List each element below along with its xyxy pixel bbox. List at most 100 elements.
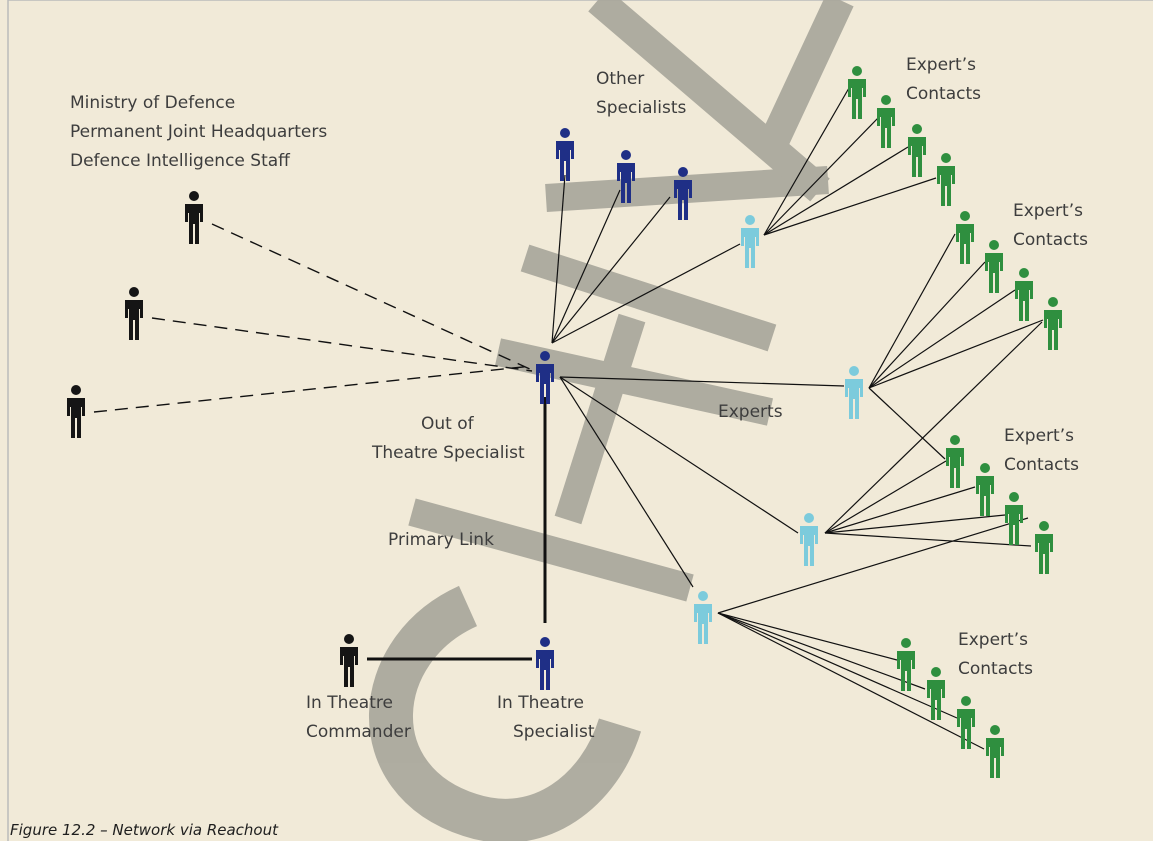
person-head (189, 191, 199, 201)
person-body (1015, 281, 1033, 321)
network-link-11 (559, 376, 694, 588)
person-body (536, 650, 554, 690)
person-icon-contact-4-3 (957, 696, 975, 749)
person-icon-contact-1-1 (848, 66, 866, 119)
experts-label: Experts (718, 402, 783, 422)
network-link-29 (717, 612, 958, 719)
person-body (908, 137, 926, 177)
person-icon-expert-3 (800, 513, 818, 566)
experts-contacts-label-2-line-2: Contacts (1013, 230, 1088, 250)
person-head (540, 351, 550, 361)
person-head (881, 95, 891, 105)
person-head (990, 725, 1000, 735)
person-icon-contact-2-4 (1044, 297, 1062, 350)
watermark-letter-n (588, 0, 854, 202)
person-icon-contact-2-3 (1015, 268, 1033, 321)
network-link-25 (824, 532, 1032, 547)
ministry-label-line-1: Ministry of Defence (70, 93, 235, 113)
person-icon-out-of-theatre-specialist (536, 351, 554, 404)
person-icon-other-specialist-2 (617, 150, 635, 203)
in-theatre-specialist-label: In Theatre Specialist (497, 693, 595, 742)
person-body (800, 526, 818, 566)
person-head (1019, 268, 1029, 278)
network-link-23 (824, 486, 976, 534)
primary-link-label: Primary Link (388, 530, 494, 550)
person-head (560, 128, 570, 138)
network-link-22 (824, 460, 947, 534)
experts-contacts-label-4-line-2: Contacts (958, 659, 1033, 679)
network-link-28 (717, 612, 926, 690)
ministry-label-line-3: Defence Intelligence Staff (70, 151, 291, 171)
person-icon-contact-1-2 (877, 95, 895, 148)
experts-contacts-label-1-line-1: Expert’s (906, 55, 976, 75)
person-icon-contact-4-1 (897, 638, 915, 691)
person-icon-contact-2-1 (956, 211, 974, 264)
person-head (950, 435, 960, 445)
experts-contacts-label-3: Expert’s Contacts (1004, 426, 1079, 475)
network-link-17 (868, 261, 986, 389)
watermark-letter-h (408, 313, 774, 602)
person-body (946, 448, 964, 488)
out-of-theatre-label-line-2: Theatre Specialist (371, 443, 525, 463)
person-body (694, 604, 712, 644)
person-head (745, 215, 755, 225)
person-head (698, 591, 708, 601)
network-link-12 (763, 87, 850, 236)
person-head (912, 124, 922, 134)
person-body (877, 108, 895, 148)
network-link-9 (559, 376, 845, 387)
person-head (621, 150, 631, 160)
network-link-14 (763, 146, 909, 236)
person-body (848, 79, 866, 119)
experts-contacts-label-1-line-2: Contacts (906, 84, 981, 104)
network-link-19 (868, 319, 1044, 389)
network-links (93, 87, 1044, 750)
person-body (741, 228, 759, 268)
dashed-link-1 (151, 317, 533, 372)
dashed-link-2 (93, 365, 533, 413)
person-head (71, 385, 81, 395)
person-body (985, 253, 1003, 293)
other-specialists-label: Other Specialists (596, 69, 686, 118)
person-icon-hq-1 (185, 191, 203, 244)
person-head (852, 66, 862, 76)
person-icon-expert-4 (694, 591, 712, 644)
person-body (674, 180, 692, 220)
person-head (901, 638, 911, 648)
network-link-21 (824, 321, 1043, 534)
in-theatre-specialist-label-line-2: Specialist (513, 722, 595, 742)
person-body (556, 141, 574, 181)
out-of-theatre-label-line-1: Out of (421, 414, 475, 434)
experts-contacts-label-2-line-1: Expert’s (1013, 201, 1083, 221)
experts-contacts-label-2: Expert’s Contacts (1013, 201, 1088, 250)
person-body (956, 224, 974, 264)
other-specialists-label-line-2: Specialists (596, 98, 686, 118)
ministry-label-line-2: Permanent Joint Headquarters (70, 122, 327, 142)
network-link-10 (559, 376, 799, 534)
person-head (540, 637, 550, 647)
person-body (125, 300, 143, 340)
person-icon-hq-3 (67, 385, 85, 438)
person-icon-expert-1 (741, 215, 759, 268)
person-head (678, 167, 688, 177)
person-body (927, 680, 945, 720)
network-people (67, 66, 1062, 778)
person-head (980, 463, 990, 473)
person-icon-contact-2-2 (985, 240, 1003, 293)
person-icon-contact-1-4 (937, 153, 955, 206)
person-body (536, 364, 554, 404)
person-head (1048, 297, 1058, 307)
dashed-link-0 (211, 223, 533, 371)
out-of-theatre-label: Out of Theatre Specialist (371, 414, 525, 463)
network-link-27 (717, 612, 898, 661)
person-head (344, 634, 354, 644)
person-icon-expert-2 (845, 366, 863, 419)
network-link-26 (717, 517, 1029, 614)
network-link-7 (551, 196, 671, 344)
person-icon-contact-1-3 (908, 124, 926, 177)
person-icon-contact-3-1 (946, 435, 964, 488)
network-link-6 (551, 189, 621, 344)
person-icon-contact-3-2 (976, 463, 994, 516)
